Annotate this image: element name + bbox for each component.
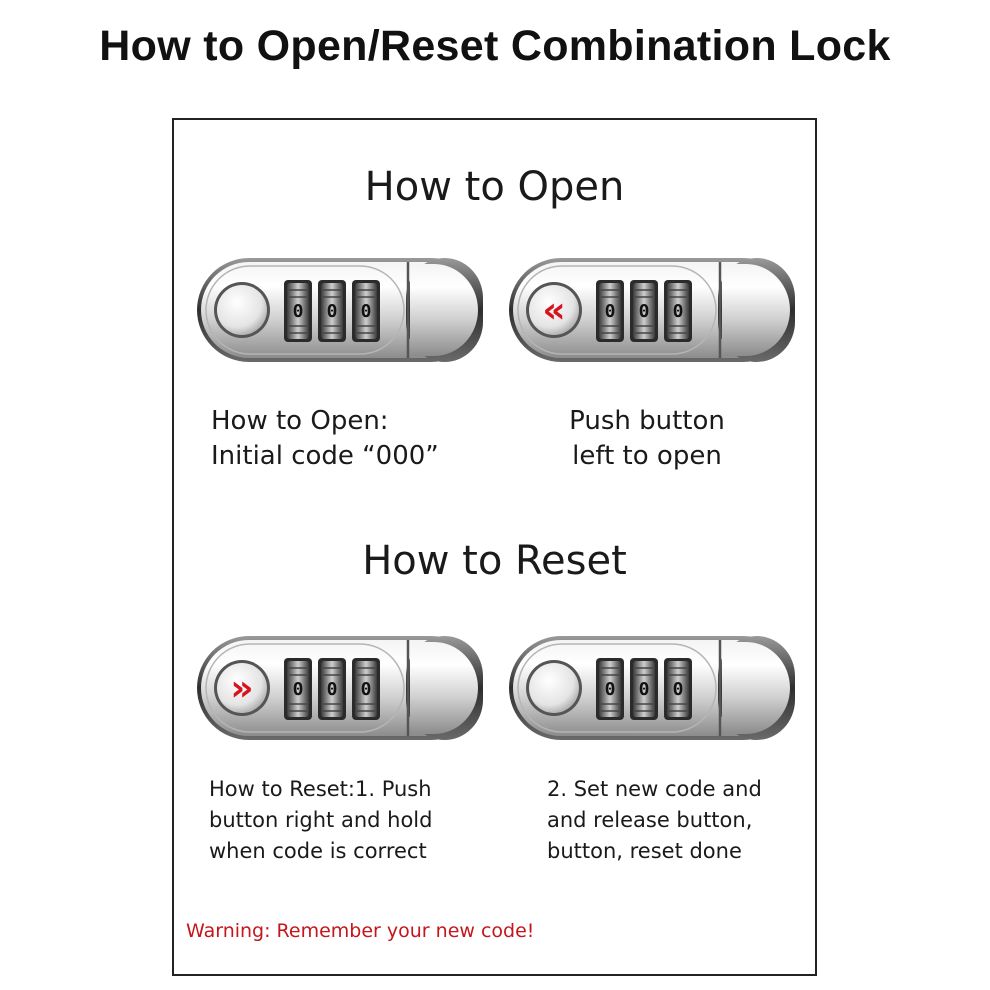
dial-digit: 0 bbox=[673, 301, 684, 322]
dial-digit: 0 bbox=[293, 679, 304, 700]
lock-shackle bbox=[410, 264, 478, 356]
caption-line: 2. Set new code and bbox=[547, 777, 762, 801]
dial-digit: 0 bbox=[361, 301, 372, 322]
caption-line: when code is correct bbox=[209, 839, 427, 863]
caption-line: Push button bbox=[569, 406, 725, 436]
dial-digit: 0 bbox=[327, 679, 338, 700]
dial-digit: 0 bbox=[605, 301, 616, 322]
reset-instruction-left: How to Reset:1. Push button right and ho… bbox=[209, 774, 432, 867]
dial-digit: 0 bbox=[639, 679, 650, 700]
dial-digit: 0 bbox=[605, 679, 616, 700]
caption-line: button right and hold bbox=[209, 808, 433, 832]
lock-face-edge bbox=[205, 643, 405, 733]
dial-digit: 0 bbox=[673, 679, 684, 700]
warning-text: Warning: Remember your new code! bbox=[186, 920, 535, 942]
dial-digit: 0 bbox=[293, 301, 304, 322]
main-title: How to Open/Reset Combination Lock bbox=[99, 22, 891, 70]
lock-shackle bbox=[410, 642, 478, 734]
reset-heading: How to Reset bbox=[362, 538, 627, 584]
lock-button bbox=[217, 285, 267, 335]
reset-instruction-right: 2. Set new code and and release button, … bbox=[547, 774, 762, 867]
lock-push-right-illustration: » 0 0 0 bbox=[194, 628, 486, 748]
lock-reset-done-illustration: 0 0 0 bbox=[506, 628, 798, 748]
lock-shackle bbox=[722, 642, 790, 734]
lock-shackle bbox=[722, 264, 790, 356]
lock-closed-illustration: 0 0 0 bbox=[194, 250, 486, 370]
lock-button bbox=[529, 663, 579, 713]
lock-face-edge bbox=[517, 643, 717, 733]
lock-face-edge bbox=[517, 265, 717, 355]
caption-line: Initial code “000” bbox=[211, 441, 439, 471]
push-left-arrow-icon: « bbox=[542, 290, 565, 331]
open-instruction-right: Push button left to open bbox=[506, 404, 788, 474]
lock-button bbox=[529, 285, 579, 335]
lock-button bbox=[217, 663, 267, 713]
lock-face-edge bbox=[205, 265, 405, 355]
dial-digit: 0 bbox=[361, 679, 372, 700]
caption-line: button, reset done bbox=[547, 839, 742, 863]
caption-line: left to open bbox=[572, 441, 722, 471]
open-heading: How to Open bbox=[364, 164, 625, 210]
caption-line: How to Open: bbox=[211, 406, 389, 436]
dial-digit: 0 bbox=[327, 301, 338, 322]
dial-digit: 0 bbox=[639, 301, 650, 322]
caption-line: and release button, bbox=[547, 808, 753, 832]
caption-line: How to Reset:1. Push bbox=[209, 777, 432, 801]
open-instruction-left: How to Open: Initial code “000” bbox=[211, 404, 439, 474]
lock-push-left-illustration: « 0 0 0 bbox=[506, 250, 798, 370]
instruction-card: How to Open 0 0 0 « 0 0 0 How to Open: Initia… bbox=[172, 118, 817, 976]
push-right-arrow-icon: » bbox=[230, 668, 253, 709]
